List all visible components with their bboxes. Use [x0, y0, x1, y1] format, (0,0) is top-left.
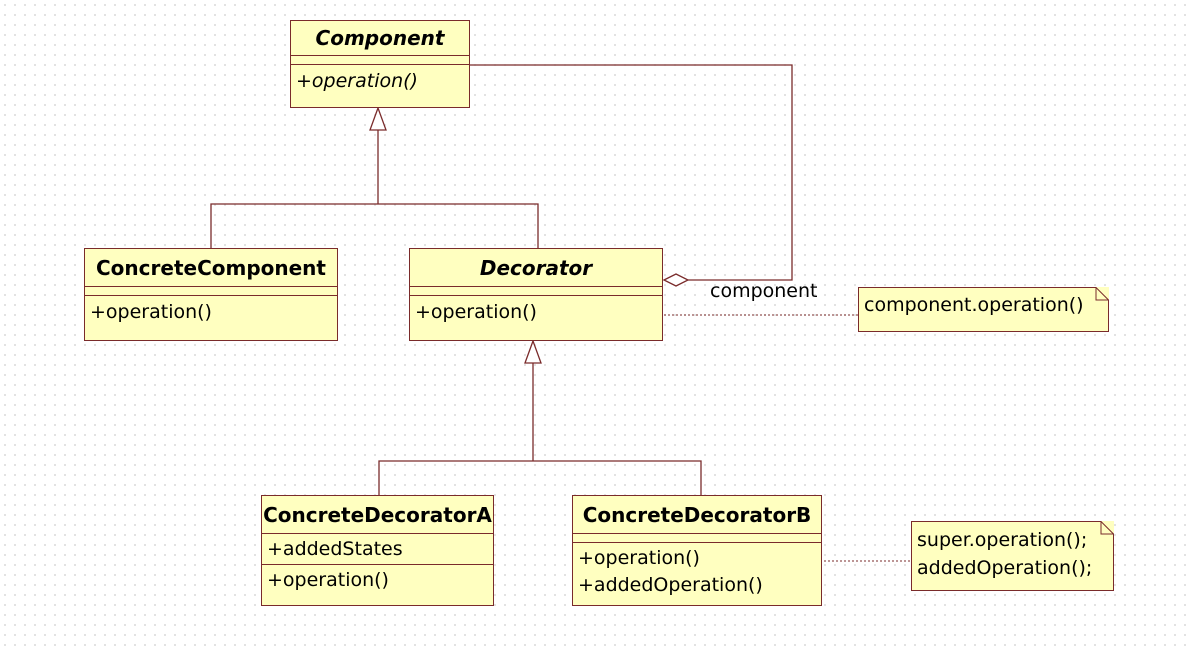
generalization-line-decorator-children: [378, 460, 702, 495]
operations-compartment: +operation(): [262, 565, 493, 594]
attributes-compartment: [573, 534, 821, 543]
attributes-compartment: [410, 287, 662, 296]
note-line: component.operation(): [864, 294, 1084, 316]
operations-compartment: +operation(): [410, 296, 662, 326]
attributes-compartment: [85, 287, 337, 296]
note-frame: [858, 287, 1109, 332]
aggregation-diamond: [662, 273, 690, 287]
class-concrete-component[interactable]: ConcreteComponent +operation(): [84, 248, 338, 341]
generalization-arrowhead-decorator: [524, 339, 542, 364]
operation: +operation(): [90, 301, 212, 323]
attributes-compartment: [291, 56, 469, 65]
attributes-compartment: +addedStates: [262, 534, 493, 565]
operation: +operation(): [578, 547, 700, 569]
class-concrete-decorator-a[interactable]: ConcreteDecoratorA +addedStates +operati…: [261, 495, 494, 606]
operation: +addedOperation(): [578, 574, 763, 596]
class-concrete-decorator-b[interactable]: ConcreteDecoratorB +operation() +addedOp…: [572, 495, 822, 606]
aggregation-line-component: [470, 64, 793, 281]
class-name: ConcreteDecoratorB: [573, 496, 821, 534]
class-name: Component: [291, 21, 469, 56]
operation: +operation(): [267, 569, 389, 591]
operation: +operation(): [296, 70, 418, 92]
class-name: ConcreteComponent: [85, 249, 337, 287]
generalization-line-component-children: [210, 203, 539, 248]
operations-compartment: +operation() +addedOperation(): [573, 543, 821, 599]
association-role-label: component: [710, 280, 818, 302]
class-name: Decorator: [410, 249, 662, 287]
note-line: super.operation();: [917, 529, 1088, 551]
generalization-arrowhead-component: [369, 106, 387, 131]
note-frame: [911, 521, 1114, 591]
note-line: addedOperation();: [917, 557, 1093, 579]
class-name: ConcreteDecoratorA: [262, 496, 493, 534]
operations-compartment: +operation(): [85, 296, 337, 326]
class-component[interactable]: Component +operation(): [290, 20, 470, 108]
operations-compartment: +operation(): [291, 65, 469, 95]
note-decorator-b[interactable]: super.operation(); addedOperation();: [911, 521, 1114, 591]
operation: +operation(): [415, 301, 537, 323]
attribute: +addedStates: [267, 538, 403, 560]
note-decorator[interactable]: component.operation(): [858, 287, 1109, 332]
class-decorator[interactable]: Decorator +operation(): [409, 248, 663, 341]
